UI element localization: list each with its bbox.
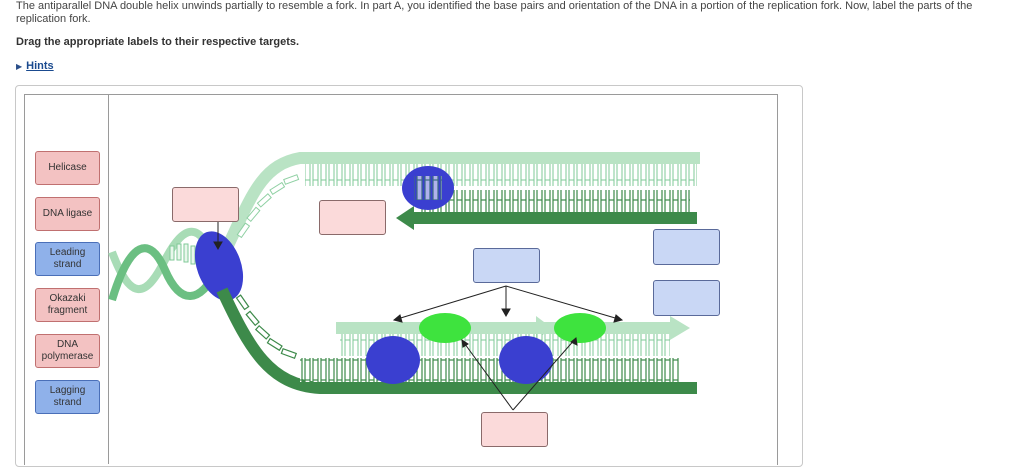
drop-target-helicase[interactable] bbox=[172, 187, 239, 222]
helicase-enzyme bbox=[194, 231, 244, 301]
parental-strand-bottom bbox=[216, 287, 697, 394]
drop-target-top-strand[interactable] bbox=[653, 229, 720, 265]
label-tray-divider bbox=[108, 94, 109, 464]
hints-link[interactable]: Hints bbox=[26, 60, 54, 72]
label-okazaki-fragment[interactable]: Okazaki fragment bbox=[35, 288, 100, 322]
label-lagging-strand[interactable]: Lagging strand bbox=[35, 380, 100, 414]
question-instruction: Drag the appropriate labels to their res… bbox=[16, 36, 300, 48]
leader-lines bbox=[213, 222, 624, 411]
label-dna-ligase[interactable]: DNA ligase bbox=[35, 197, 100, 231]
ligase-enzyme-2 bbox=[554, 313, 606, 343]
drop-target-center[interactable] bbox=[473, 248, 540, 283]
polymerase-bottom-2 bbox=[499, 336, 553, 384]
top-base-rungs bbox=[305, 164, 697, 186]
label-dna-polymerase[interactable]: DNA polymerase bbox=[35, 334, 100, 368]
parental-strand-top bbox=[219, 152, 700, 255]
ligase-enzyme-1 bbox=[419, 313, 471, 343]
polymerase-bottom-1 bbox=[366, 336, 420, 384]
lagging-synth-top bbox=[412, 212, 697, 224]
label-helicase[interactable]: Helicase bbox=[35, 151, 100, 185]
drop-target-bottom-strand[interactable] bbox=[653, 280, 720, 316]
drop-target-okazaki[interactable] bbox=[319, 200, 386, 235]
triangle-right-icon: ▶ bbox=[16, 61, 23, 71]
drop-target-polymerase[interactable] bbox=[481, 412, 548, 447]
label-leading-strand[interactable]: Leading strand bbox=[35, 242, 100, 276]
question-intro: The antiparallel DNA double helix unwind… bbox=[16, 0, 973, 25]
hints-toggle[interactable]: ▶ Hints bbox=[16, 60, 54, 72]
